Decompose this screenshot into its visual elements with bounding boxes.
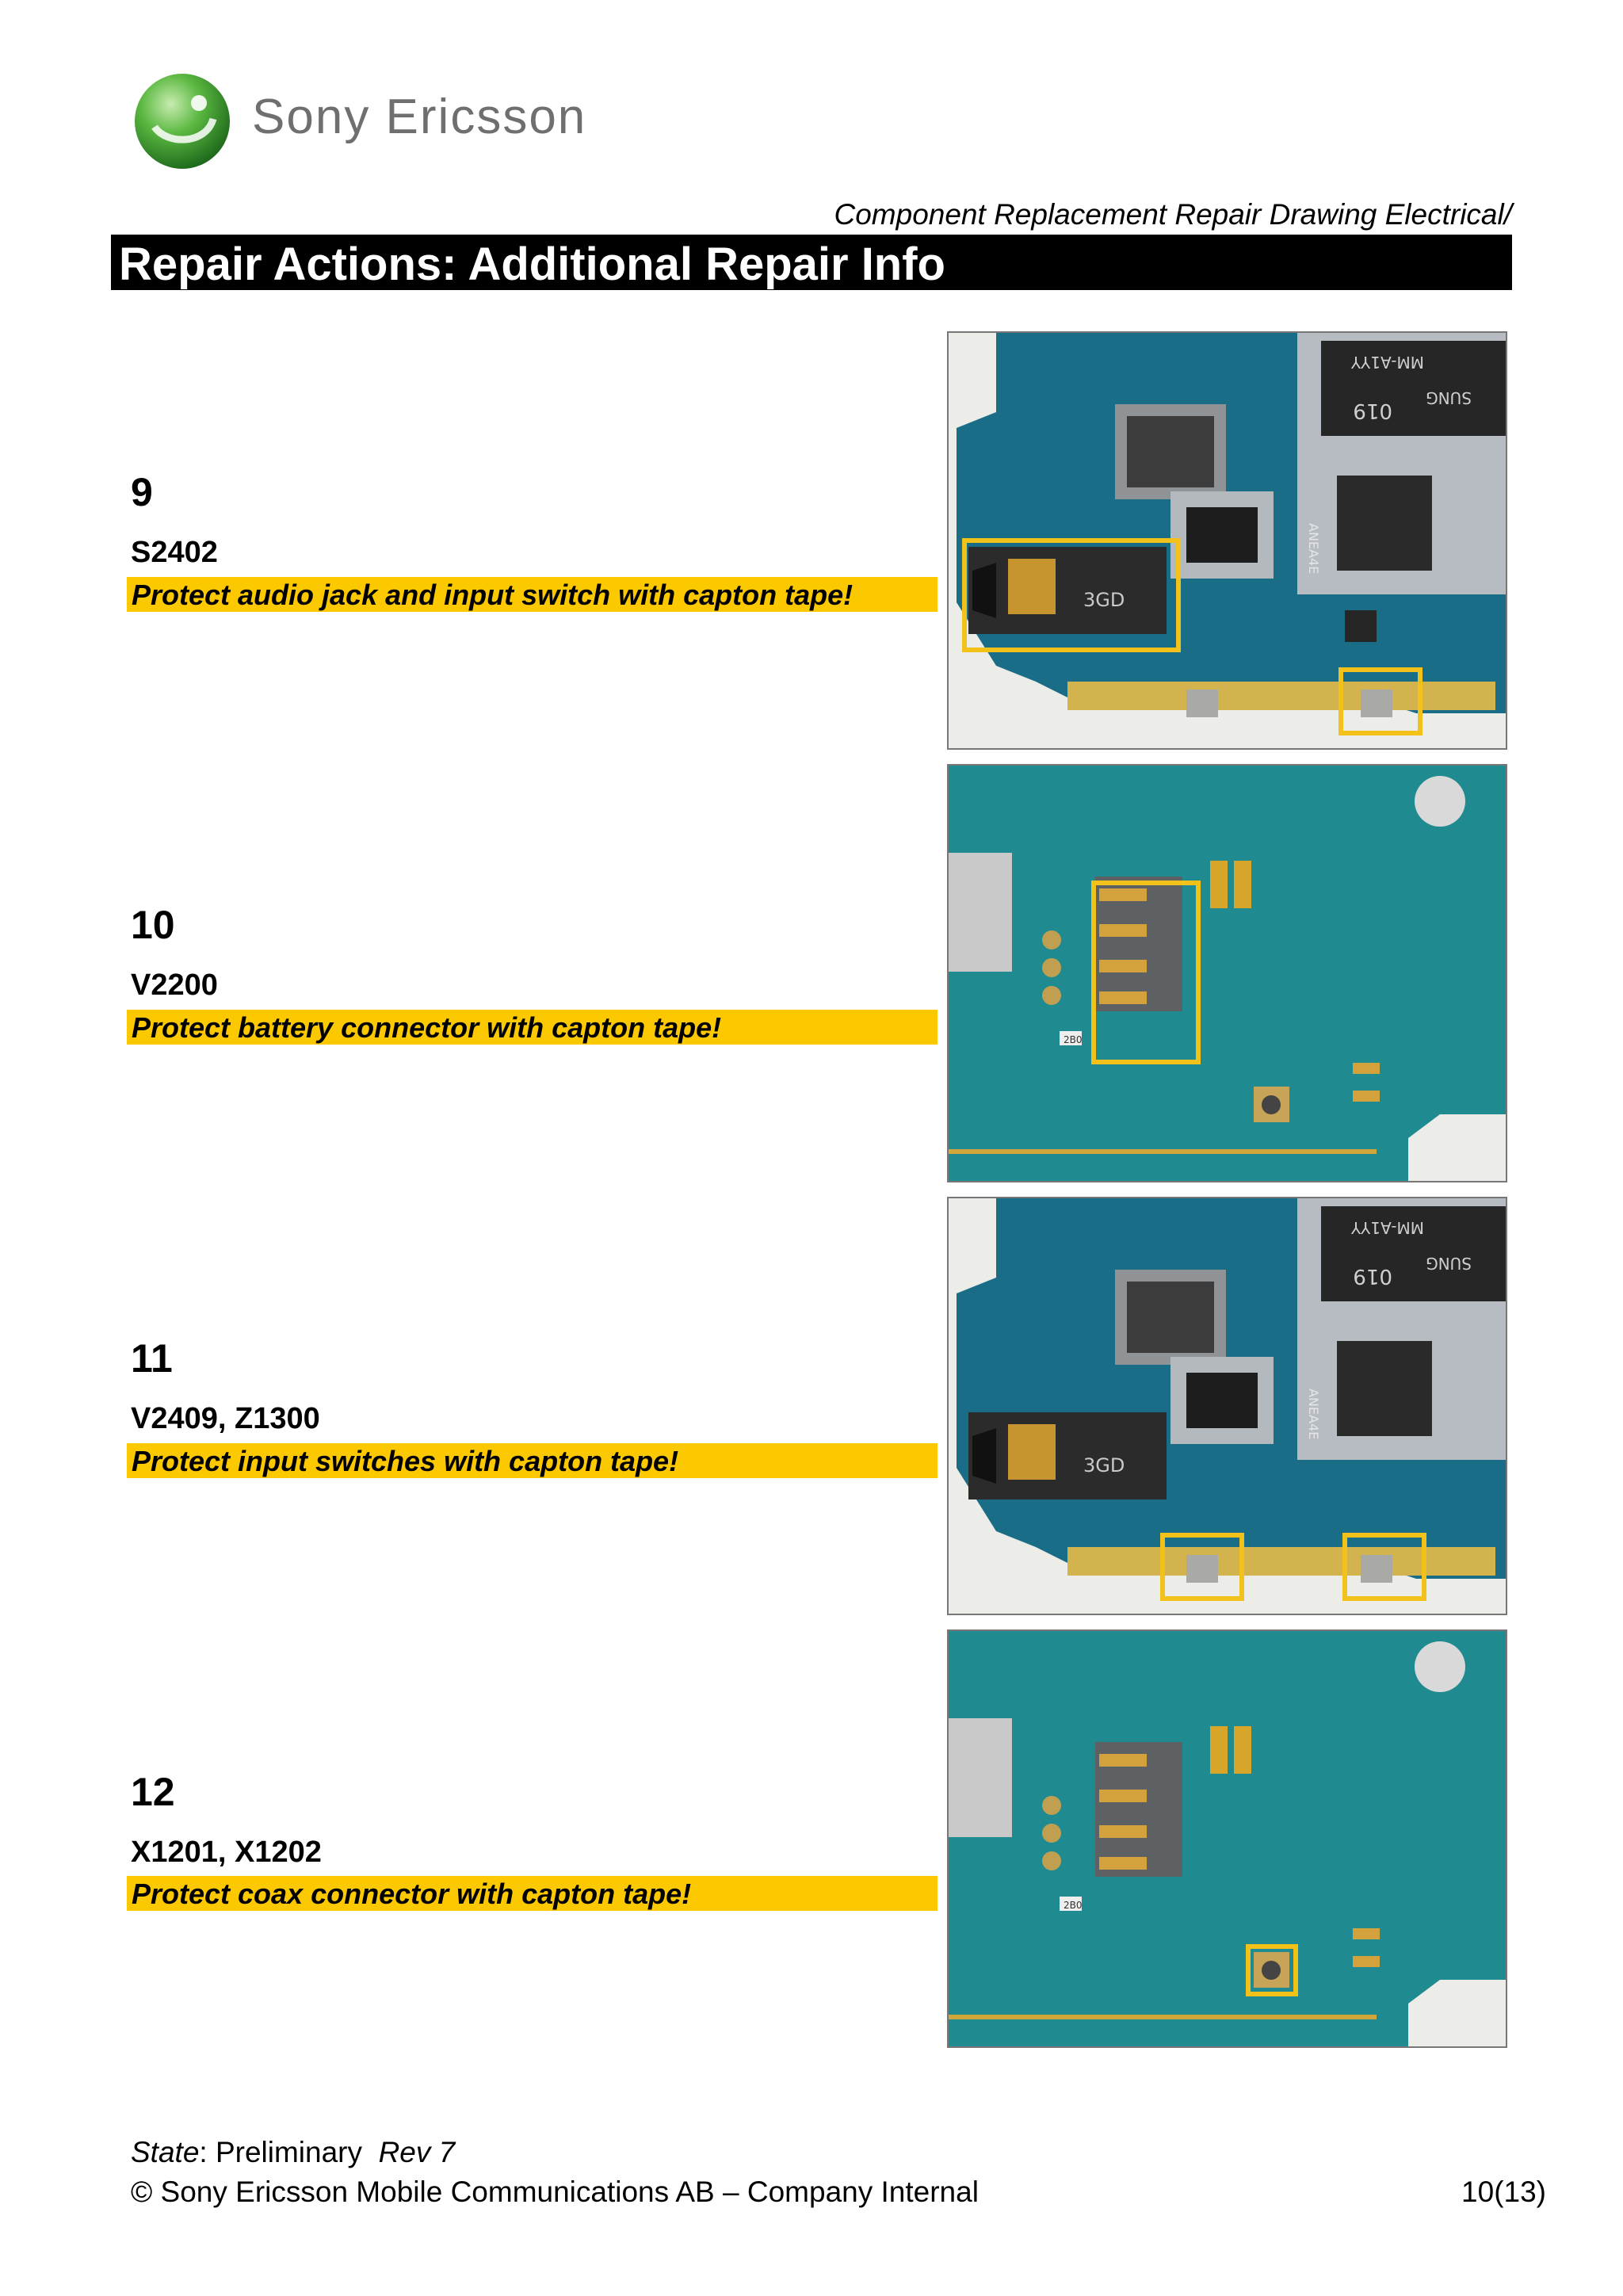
chip-label: MM-A1YY	[1350, 353, 1424, 372]
chip-label: SUNG	[1426, 388, 1472, 407]
step-number: 11	[131, 1336, 173, 1381]
title-bar: Repair Actions: Additional Repair Info	[111, 235, 1512, 290]
chip-label: 019	[1353, 399, 1392, 422]
step-number: 9	[131, 470, 153, 514]
callout-box	[1342, 1533, 1426, 1601]
page-title: Repair Actions: Additional Repair Info	[119, 239, 945, 290]
board-photo-battery-connector: 2B0	[947, 764, 1507, 1182]
callout-box	[1091, 881, 1201, 1064]
note-highlight: Protect input switches with capton tape!	[127, 1443, 938, 1478]
callout-box	[1160, 1533, 1244, 1601]
revision: Rev 7	[378, 2136, 456, 2168]
document-subtitle: Component Replacement Repair Drawing Ele…	[834, 198, 1513, 231]
strip-label: ANEA4E	[1306, 523, 1321, 574]
page-number: 10(13)	[1461, 2176, 1546, 2208]
resistor-label: 2B0	[1064, 1900, 1083, 1911]
jack-label: 3GD	[1083, 1454, 1125, 1477]
step-number: 10	[131, 903, 175, 947]
footer-copyright: © Sony Ericsson Mobile Communications AB…	[131, 2176, 979, 2208]
chip-label: 019	[1353, 1264, 1392, 1288]
state-label: State	[131, 2136, 200, 2168]
note-highlight: Protect battery connector with capton ta…	[127, 1010, 938, 1045]
note-highlight: Protect audio jack and input switch with…	[127, 577, 938, 612]
step-note: Protect audio jack and input switch with…	[132, 579, 854, 611]
note-highlight: Protect coax connector with capton tape!	[127, 1876, 938, 1911]
brand-name: Sony Ericsson	[252, 90, 587, 144]
footer-state: State: Preliminary Rev 7	[131, 2136, 455, 2169]
step-reference: V2200	[131, 968, 218, 1002]
step-reference: X1201, X1202	[131, 1836, 322, 1869]
state-value: : Preliminary	[199, 2136, 363, 2168]
callout-box	[1246, 1944, 1298, 1996]
board-photo-audio-jack: 019 MM-A1YY SUNG ANEA4E 3GD	[947, 331, 1507, 750]
strip-label: ANEA4E	[1306, 1389, 1321, 1439]
sony-ericsson-logo-icon	[131, 70, 234, 173]
step-note: Protect battery connector with capton ta…	[132, 1011, 722, 1044]
step-reference: S2402	[131, 536, 218, 569]
board-photo-input-switches: 019 MM-A1YY SUNG ANEA4E 3GD	[947, 1197, 1507, 1615]
step-reference: V2409, Z1300	[131, 1402, 320, 1435]
jack-label: 3GD	[1083, 589, 1125, 611]
step-note: Protect input switches with capton tape!	[132, 1445, 679, 1477]
chip-label: MM-A1YY	[1350, 1218, 1424, 1237]
callout-box	[1338, 667, 1423, 735]
callout-box	[962, 538, 1181, 652]
board-photo-coax-connector: 2B0	[947, 1629, 1507, 2048]
step-number: 12	[131, 1770, 175, 1814]
resistor-label: 2B0	[1064, 1034, 1083, 1045]
chip-label: SUNG	[1426, 1254, 1472, 1273]
step-note: Protect coax connector with capton tape!	[132, 1878, 692, 1910]
